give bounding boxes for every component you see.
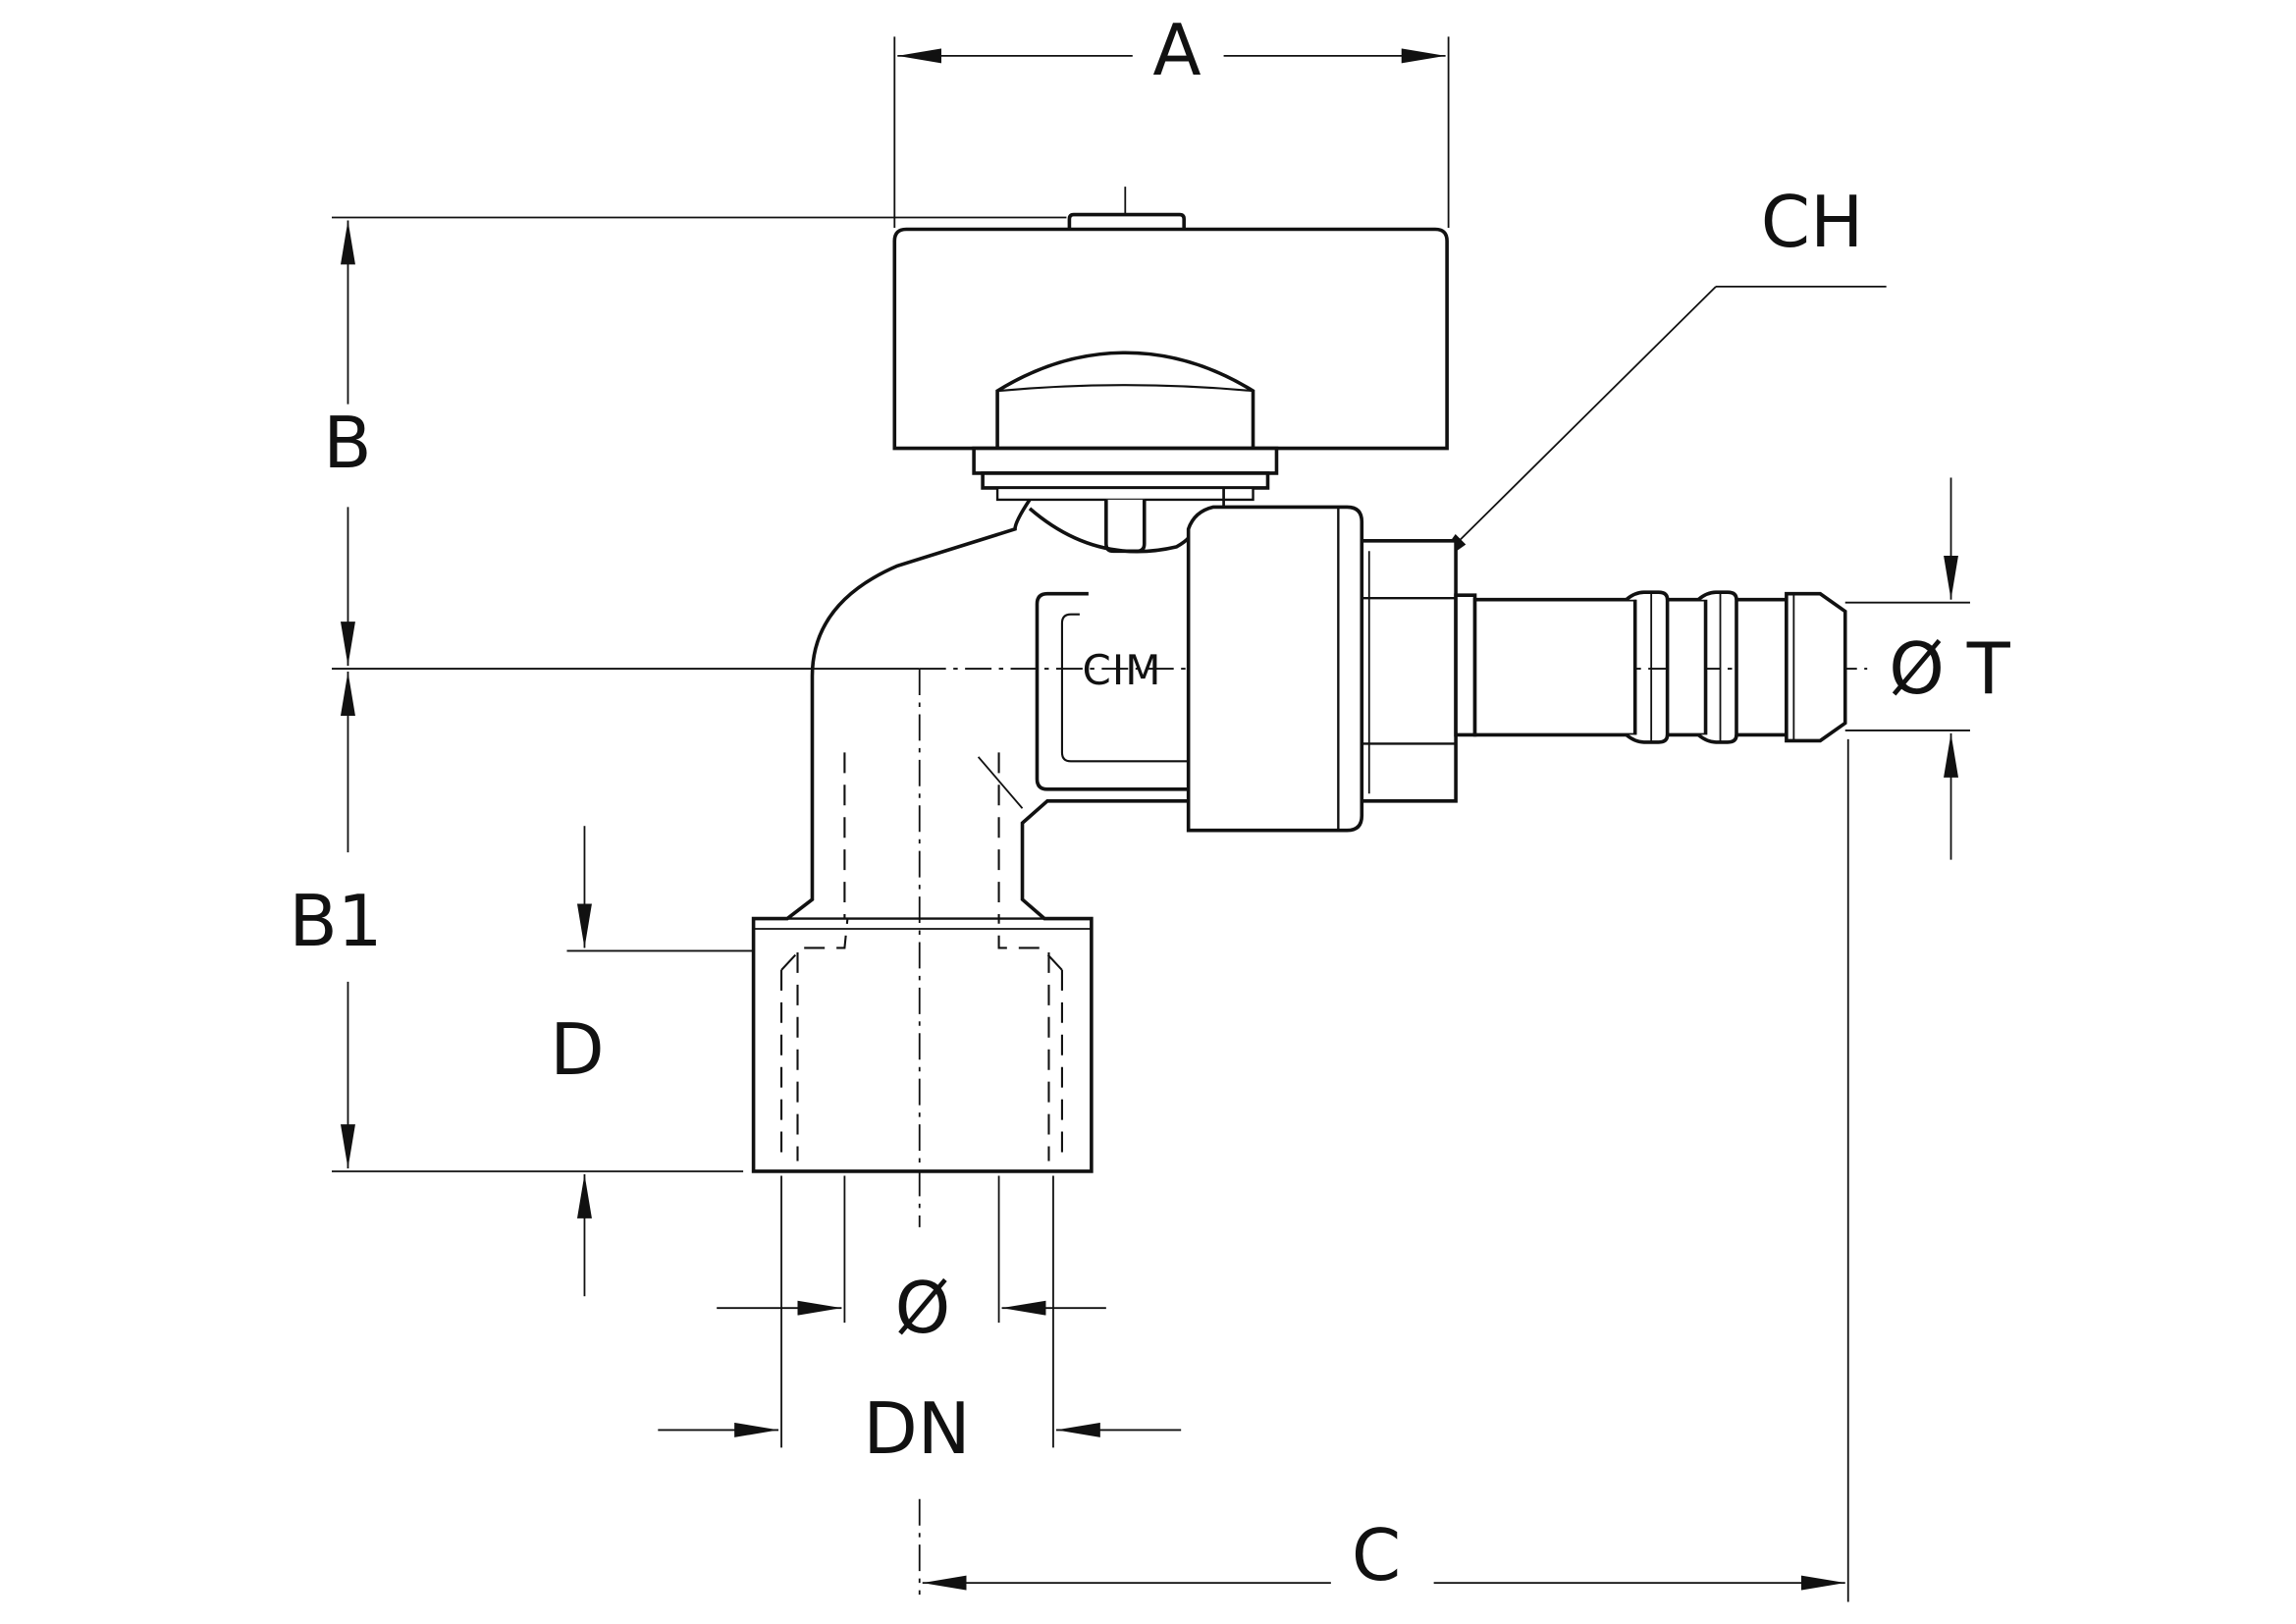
extension-lines <box>332 36 1970 1602</box>
dim-label-b: B <box>323 402 372 484</box>
hose-tail <box>1454 590 1847 744</box>
dim-label-ch: CH <box>1760 181 1864 263</box>
dim-label-a: A <box>1152 9 1201 91</box>
union-nut <box>1186 505 1458 833</box>
handle <box>892 212 1449 554</box>
dim-label-dn: DN <box>863 1387 971 1470</box>
hidden-lines <box>779 752 1063 1162</box>
dim-ch-leader <box>1428 286 1717 571</box>
dim-label-diameter: Ø <box>894 1267 951 1349</box>
dim-label-b1: B1 <box>289 880 383 962</box>
valve-body <box>751 487 1268 1173</box>
dim-label-d: D <box>550 1008 605 1091</box>
dim-label-t: Ø T <box>1889 627 2010 710</box>
dimension-arrows <box>340 48 1959 1591</box>
brand-logo: CIM <box>1082 646 1162 694</box>
dim-label-c: C <box>1351 1514 1402 1597</box>
